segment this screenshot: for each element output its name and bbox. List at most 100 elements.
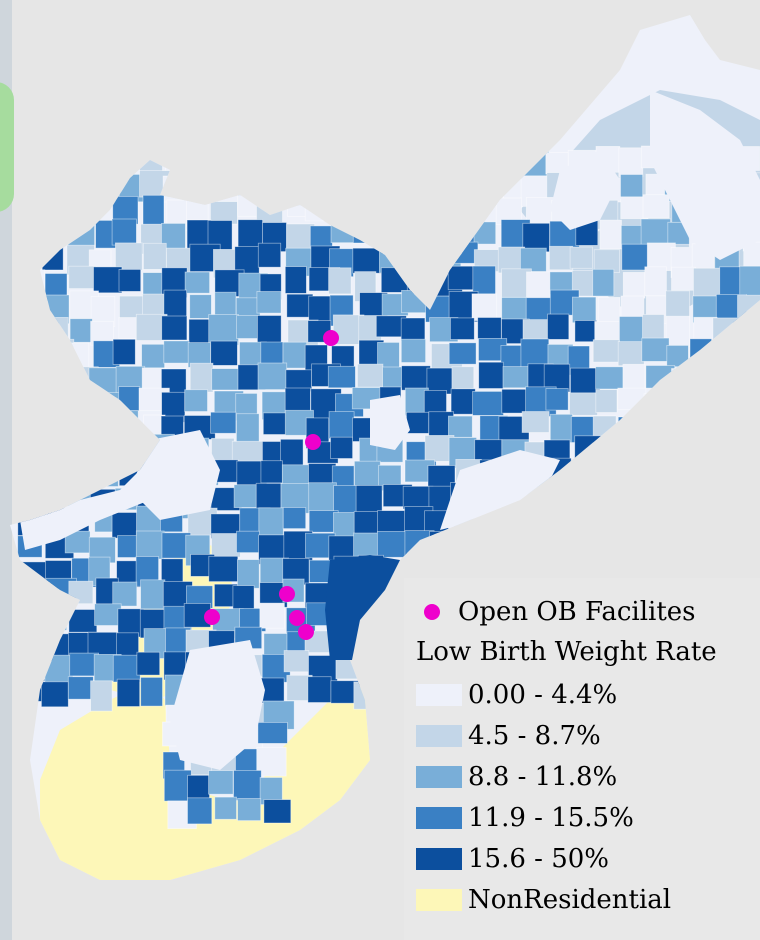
census-tract xyxy=(401,365,431,391)
census-tract xyxy=(355,631,382,662)
ob-facility-marker[interactable] xyxy=(204,609,220,625)
census-tract xyxy=(478,361,504,389)
census-tract xyxy=(210,148,234,180)
census-tract xyxy=(375,631,399,660)
census-tract xyxy=(521,512,549,538)
census-tract xyxy=(280,145,307,175)
census-tract xyxy=(669,413,693,439)
census-tract xyxy=(712,536,744,565)
census-tract xyxy=(187,774,210,802)
census-tract xyxy=(208,314,239,346)
census-tract xyxy=(400,338,426,363)
census-tract xyxy=(717,392,748,422)
census-tract xyxy=(664,465,689,490)
census-tract xyxy=(117,608,145,638)
census-tract xyxy=(67,676,94,700)
census-tract xyxy=(22,314,47,337)
census-tract xyxy=(479,149,510,177)
census-tract xyxy=(502,513,527,543)
census-tract xyxy=(739,265,760,297)
census-tract xyxy=(477,317,502,340)
census-tract xyxy=(304,196,328,222)
census-tract xyxy=(257,362,288,391)
census-tract xyxy=(116,678,141,707)
legend-label-3: 11.9 - 15.5% xyxy=(468,802,634,833)
census-tract xyxy=(690,511,714,535)
census-tract xyxy=(357,146,382,177)
census-tract xyxy=(617,387,647,411)
census-tract xyxy=(67,176,97,204)
census-tract xyxy=(400,218,429,244)
census-tract xyxy=(136,651,161,676)
census-tract xyxy=(644,266,667,297)
census-tract xyxy=(424,175,455,198)
census-tract xyxy=(334,174,358,198)
census-tract xyxy=(115,410,139,435)
tract-ne-light-big xyxy=(650,90,760,260)
census-tract xyxy=(452,534,478,561)
legend-swatch-4 xyxy=(416,847,462,870)
census-tract xyxy=(383,152,414,183)
census-tract xyxy=(618,147,644,178)
census-tract xyxy=(595,366,627,390)
census-tract xyxy=(66,386,95,410)
census-tract xyxy=(208,770,234,795)
census-tract xyxy=(112,338,136,365)
census-tract xyxy=(376,175,403,203)
census-tract xyxy=(311,148,338,176)
census-tract xyxy=(377,677,405,701)
census-tract xyxy=(256,315,282,347)
census-tract xyxy=(22,653,46,682)
ob-facility-marker[interactable] xyxy=(289,610,305,626)
census-tract xyxy=(573,512,604,544)
census-tract xyxy=(570,536,595,560)
census-tract xyxy=(189,362,214,393)
census-tract xyxy=(694,532,724,561)
census-tract xyxy=(622,434,650,460)
census-tract xyxy=(68,434,95,462)
census-tract xyxy=(115,242,143,271)
census-tract xyxy=(68,609,98,633)
census-tract xyxy=(21,460,47,492)
census-tract xyxy=(67,409,94,435)
census-tract xyxy=(617,341,645,367)
census-tract xyxy=(140,677,163,707)
census-tract xyxy=(185,149,211,174)
ob-facility-marker[interactable] xyxy=(323,330,339,346)
census-tract xyxy=(447,148,476,175)
legend-class-5: NonResidential xyxy=(416,879,760,920)
census-tract xyxy=(596,440,621,466)
ob-facility-marker[interactable] xyxy=(279,586,295,602)
census-tract xyxy=(501,388,528,414)
facility-markers xyxy=(204,330,339,640)
census-tract xyxy=(353,681,378,710)
census-tract xyxy=(114,433,146,460)
ob-facility-marker[interactable] xyxy=(298,624,314,640)
census-tract xyxy=(502,366,531,389)
census-tract xyxy=(111,218,137,246)
census-tract xyxy=(258,507,284,536)
census-tract xyxy=(237,798,262,822)
census-tract xyxy=(693,267,723,298)
left-edge-strip xyxy=(0,0,12,940)
census-tract xyxy=(640,487,664,519)
census-tract xyxy=(572,296,597,324)
census-tract xyxy=(94,172,122,202)
census-tract xyxy=(738,484,760,508)
census-tract xyxy=(211,368,241,391)
census-tract xyxy=(688,488,713,518)
census-tract xyxy=(23,217,46,242)
census-tract xyxy=(574,460,602,483)
census-tract xyxy=(111,512,140,539)
census-tract xyxy=(22,607,46,638)
census-tract xyxy=(619,531,645,555)
census-tract xyxy=(643,393,667,419)
census-tract xyxy=(496,151,528,177)
census-tract xyxy=(112,581,138,607)
census-tract xyxy=(688,390,719,417)
census-tract xyxy=(69,318,93,343)
ob-facility-marker[interactable] xyxy=(305,434,321,450)
census-tract xyxy=(574,320,598,343)
census-tract xyxy=(742,340,760,369)
